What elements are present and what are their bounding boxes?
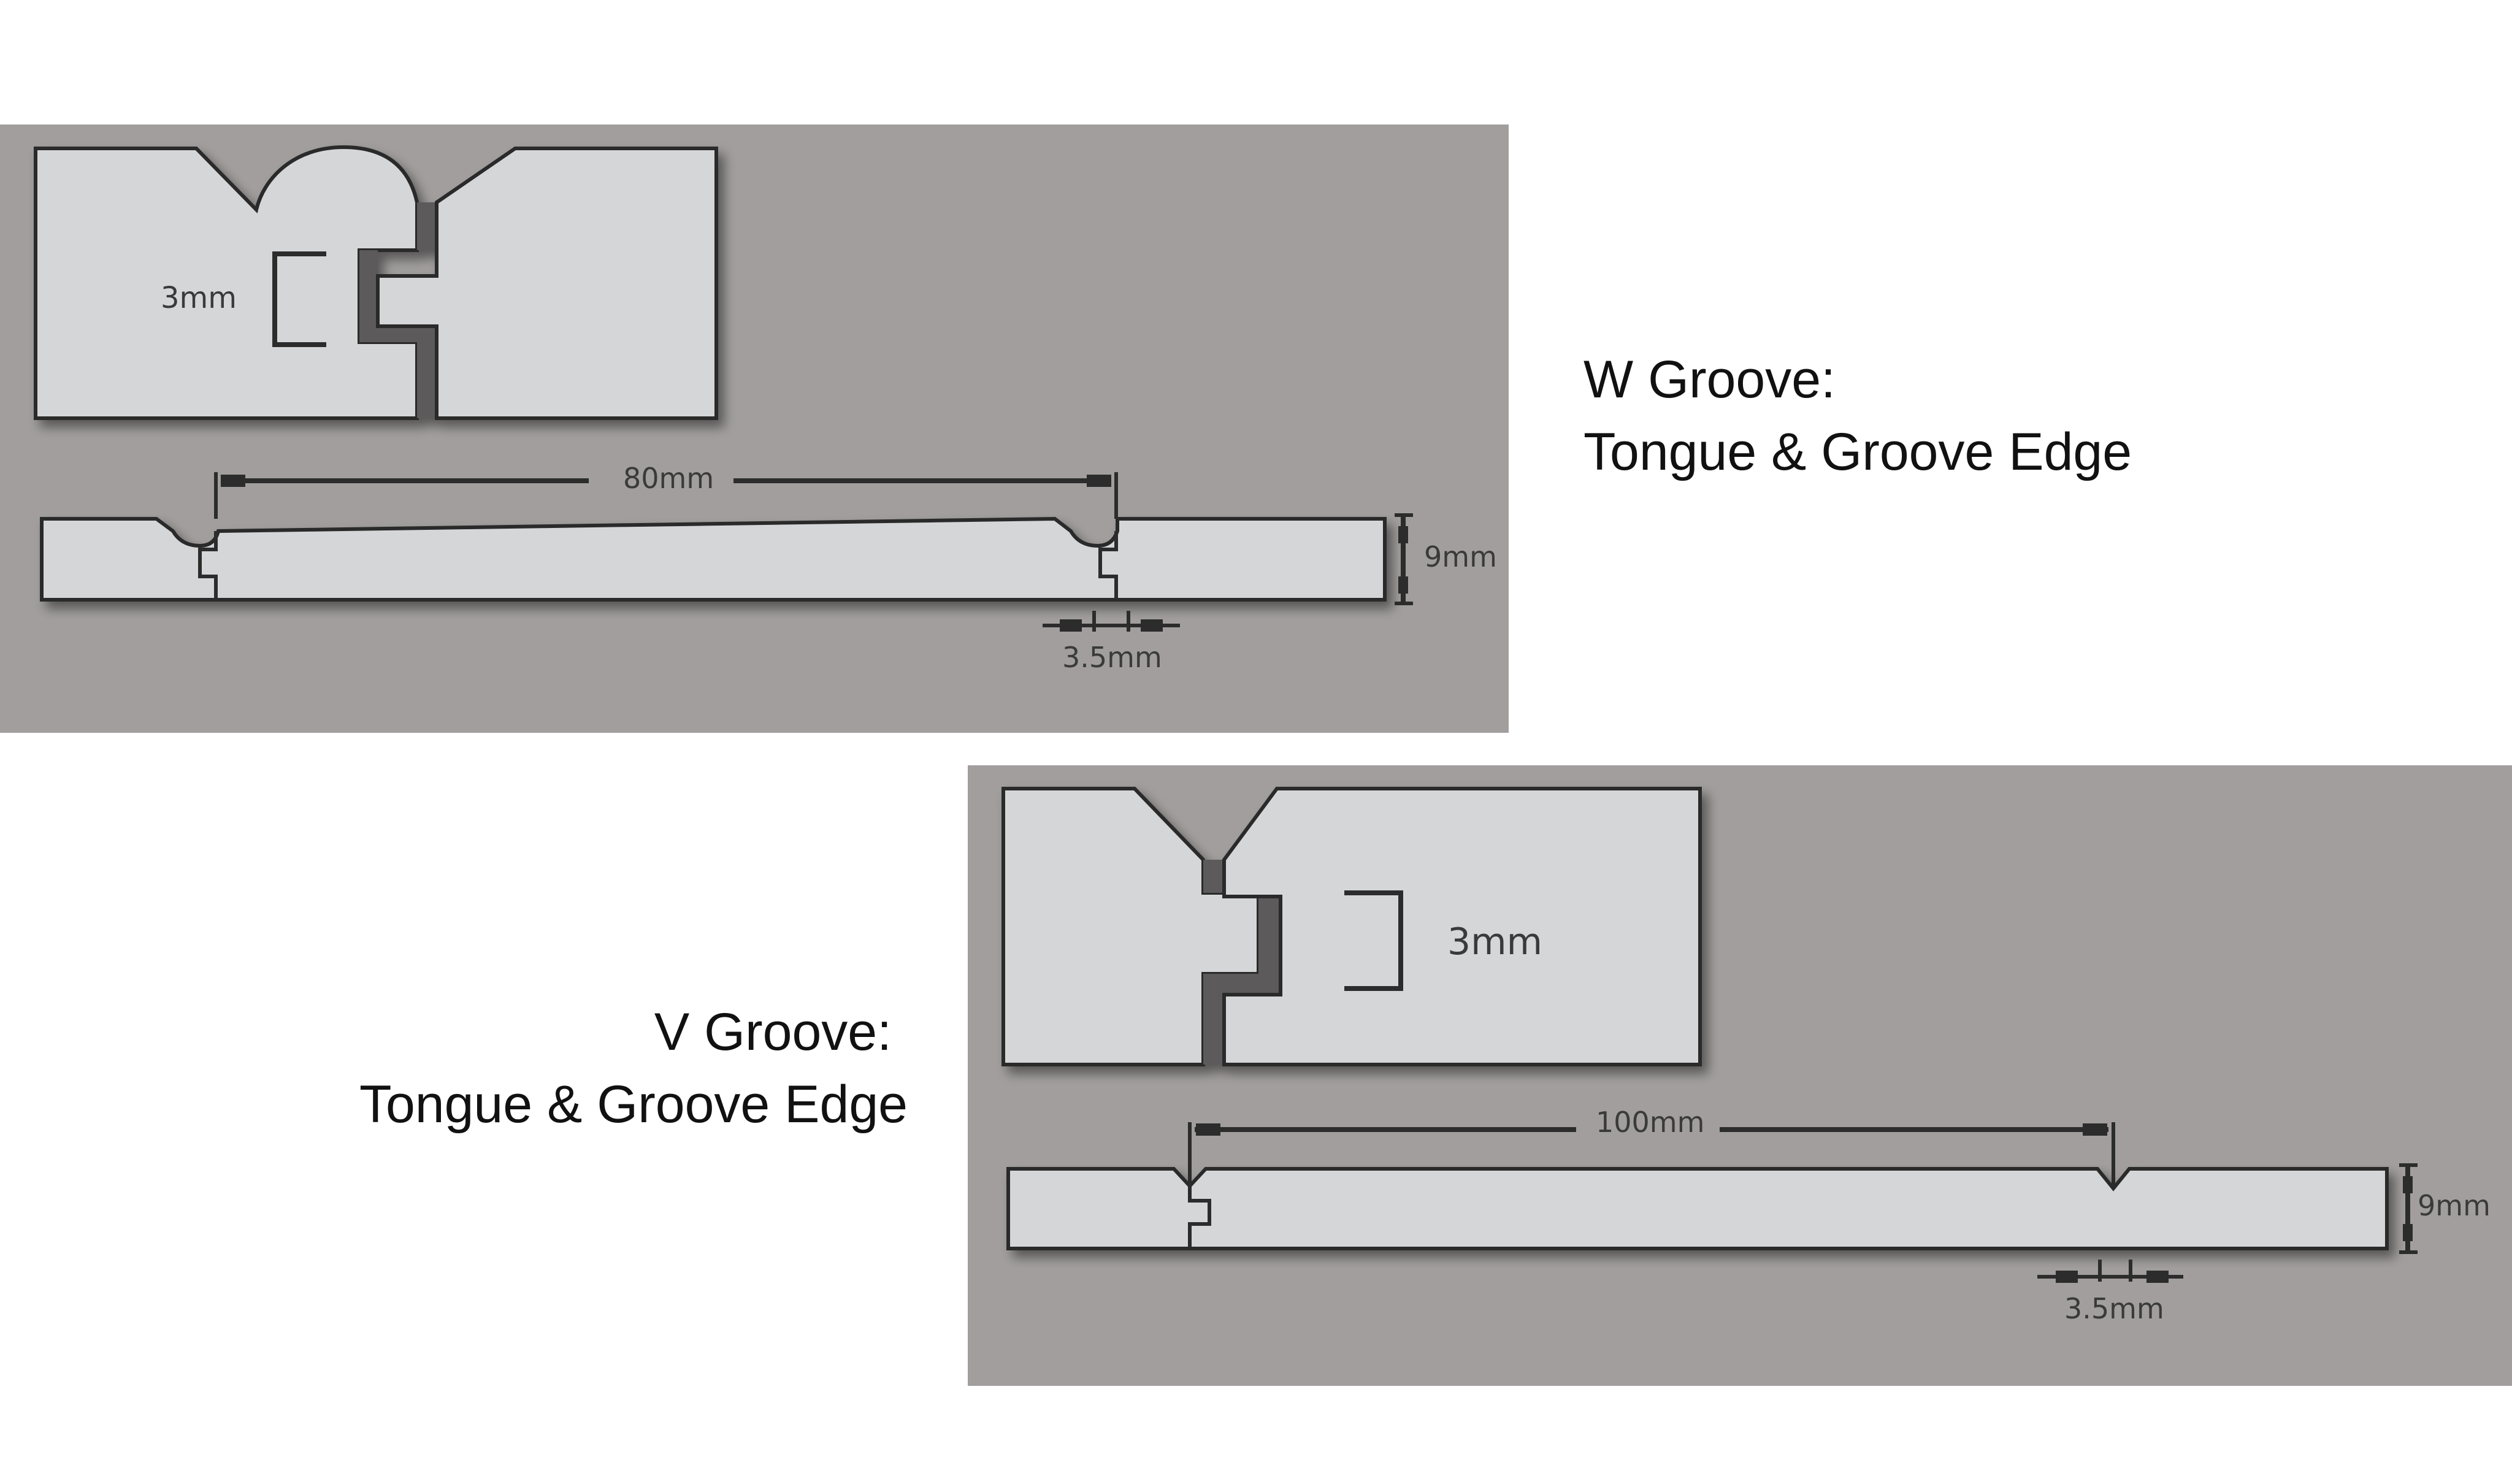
v-groove-joint-detail [1001, 787, 1702, 1066]
v-groove-thickness-label: 9mm [2418, 1189, 2491, 1222]
w-groove-depth-label: 3mm [161, 281, 237, 315]
w-groove-right-notch [1098, 531, 1118, 600]
v-groove-subtitle: Tongue & Groove Edge [359, 1075, 908, 1134]
w-groove-spacing-dimension [214, 472, 1118, 519]
v-groove-left-notch [1188, 1186, 1211, 1249]
w-groove-subtitle: Tongue & Groove Edge [1583, 423, 2132, 481]
w-groove-spacing-label: 80mm [623, 462, 714, 495]
v-groove-spacing-dimension [1188, 1122, 2115, 1188]
v-groove-thickness-dimension [2399, 1163, 2418, 1254]
w-groove-panel: 3mm 80mm 9mm [0, 124, 1509, 733]
v-groove-depth-label: 3mm [1447, 920, 1542, 963]
w-groove-profile-board [40, 516, 1387, 602]
v-groove-title: V Groove: [654, 1003, 892, 1061]
v-groove-profile-board [1006, 1167, 2389, 1250]
v-groove-caption: V Groove: Tongue & Groove Edge [356, 996, 908, 1141]
v-groove-width-label: 3.5mm [2064, 1292, 2164, 1325]
w-groove-left-notch [198, 531, 218, 600]
w-groove-width-label: 3.5mm [1062, 641, 1162, 674]
w-groove-title: W Groove: [1583, 350, 1836, 409]
w-groove-joint-detail [34, 145, 718, 420]
w-groove-thickness-label: 9mm [1424, 540, 1497, 573]
w-groove-caption: W Groove: Tongue & Groove Edge [1583, 343, 2132, 488]
v-groove-right-board [1222, 787, 1702, 1066]
v-groove-panel: 3mm 100mm 9mm [968, 765, 2512, 1386]
v-groove-spacing-label: 100mm [1596, 1106, 1704, 1139]
w-groove-right-board [376, 147, 718, 420]
w-groove-depth-bracket [272, 251, 326, 347]
v-groove-width-dimension [2037, 1260, 2183, 1283]
w-groove-thickness-dimension [1395, 513, 1413, 605]
v-groove-depth-bracket [1344, 890, 1403, 991]
w-groove-width-dimension [1043, 611, 1180, 632]
